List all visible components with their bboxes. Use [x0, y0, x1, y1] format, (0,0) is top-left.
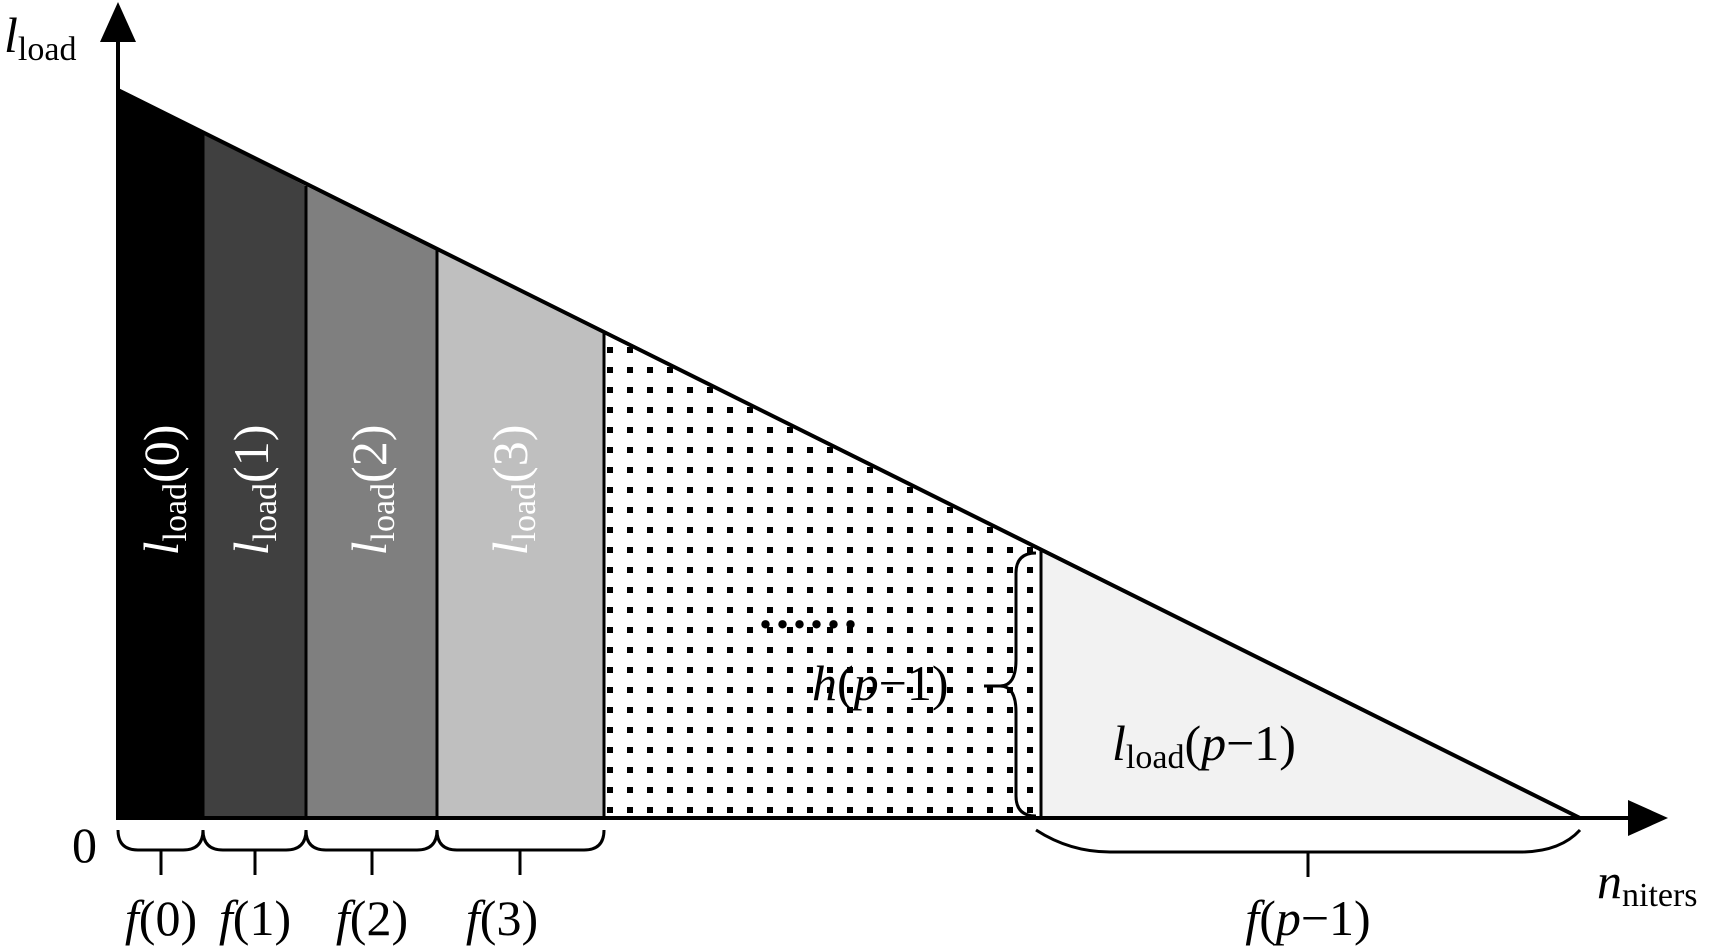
width-label-f2: f(2) [336, 890, 408, 946]
ellipsis: ...... [759, 583, 861, 640]
strip-2 [306, 186, 437, 820]
brace-f0 [116, 829, 205, 852]
strip-1 [203, 133, 306, 820]
strip-label-1: lload(1) [223, 425, 284, 556]
x-axis-arrow-icon [1628, 800, 1668, 836]
strip-labels: lload(0) lload(1) lload(2) lload(3) [133, 425, 543, 556]
strip-label-0: lload(0) [133, 425, 194, 556]
width-braces [116, 551, 1582, 877]
width-label-last: f(p−1) [1245, 890, 1370, 946]
y-axis-arrow-icon [100, 2, 136, 42]
strip-0 [118, 90, 203, 820]
dotted-region [604, 332, 1041, 820]
origin-label: 0 [72, 817, 97, 873]
width-label-f1: f(1) [219, 890, 291, 946]
brace-f3 [435, 829, 606, 852]
brace-f2 [304, 829, 439, 852]
strip-label-3: lload(3) [482, 425, 543, 556]
height-label: h(p−1) [812, 655, 949, 711]
y-axis-label: lload [4, 7, 76, 68]
load-line [117, 88, 1581, 820]
width-label-f0: f(0) [125, 890, 197, 946]
brace-last [1035, 828, 1582, 854]
brace-f1 [201, 829, 308, 852]
strip-3 [437, 250, 604, 820]
width-label-f3: f(3) [466, 890, 538, 946]
x-axis-label: nniters [1597, 853, 1698, 914]
last-region-label: lload(p−1) [1112, 715, 1296, 776]
strip-label-2: lload(2) [341, 425, 402, 556]
